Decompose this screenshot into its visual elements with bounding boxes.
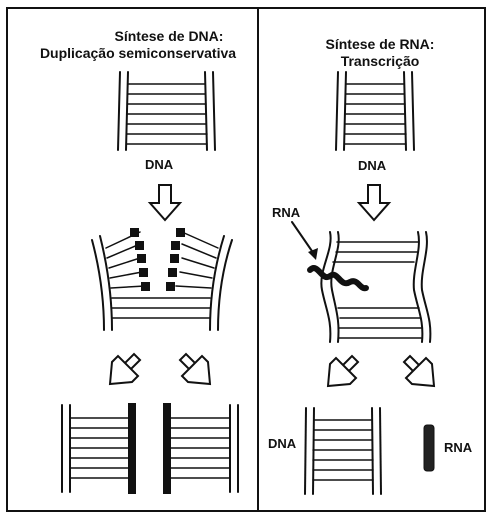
- left-title-line2: Duplicação semiconservativa: [20, 45, 256, 62]
- left-replication-fork: [92, 228, 232, 330]
- left-dna-ladder-top: [118, 72, 215, 150]
- right-dna-label-top: DNA: [358, 158, 386, 173]
- right-down-arrow-icon: [359, 185, 389, 220]
- right-arrow-down-left-icon: [328, 356, 358, 386]
- right-dna-label-bottom: DNA: [268, 436, 296, 451]
- right-dna-ladder-top: [336, 72, 414, 150]
- left-daughter-ladder-a: [62, 403, 136, 494]
- right-title-line1: Síntese de RNA:: [305, 36, 455, 53]
- right-dna-ladder-bottom: [305, 408, 381, 494]
- left-arrow-down-left-icon: [110, 354, 140, 384]
- left-arrow-down-right-icon: [180, 354, 210, 384]
- left-dna-label: DNA: [145, 157, 173, 172]
- right-rna-label-top: RNA: [272, 205, 300, 220]
- left-down-arrow-icon: [150, 185, 180, 220]
- right-rna-label-bottom: RNA: [444, 440, 472, 455]
- right-transcription-bubble: [310, 232, 430, 342]
- left-daughter-ladder-b: [163, 403, 238, 494]
- right-title-line2: Transcrição: [320, 53, 440, 70]
- outer-frame: [7, 8, 485, 511]
- rna-product-strand: [424, 425, 434, 471]
- left-title-line1: Síntese de DNA:: [95, 28, 243, 45]
- right-arrow-down-right-icon: [404, 356, 434, 386]
- rna-pointer-arrow-icon: [292, 222, 318, 260]
